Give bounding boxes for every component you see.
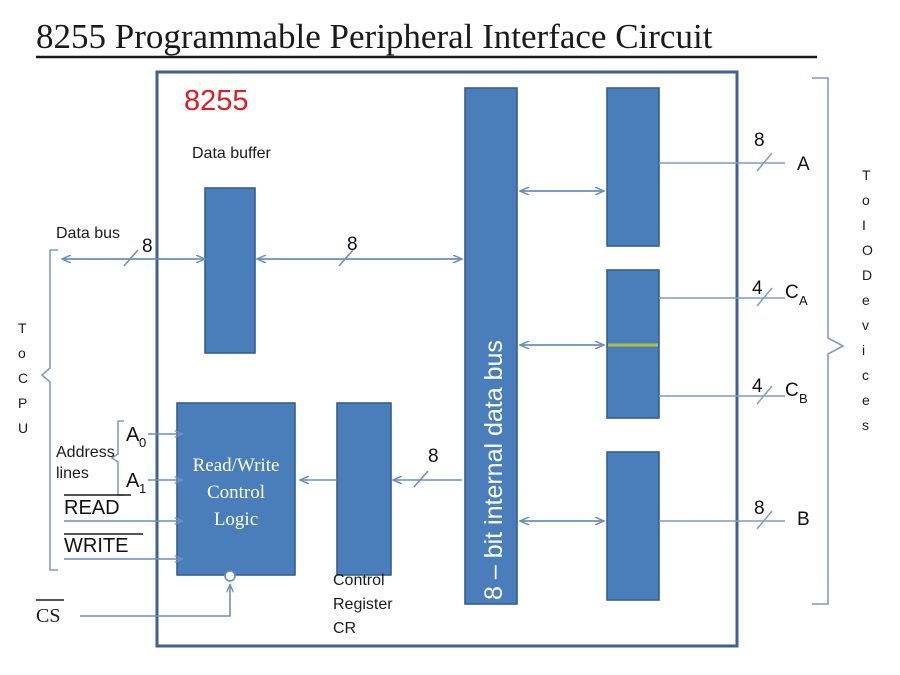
buffer-bus-width-slash [338,249,354,267]
to-cpu-letter-3: P [18,395,27,411]
to-cpu-letters: T o C P U [18,320,28,436]
to-io-letter-5: e [862,292,870,308]
port-b-width-slash [756,510,773,530]
write-label: WRITE [64,535,128,557]
port-cb-width-slash [756,385,773,405]
to-io-letter-1: o [862,192,870,208]
control-register-line-1: Control [333,572,385,589]
port-a-width-label: 8 [754,130,765,151]
port-ca-subscript: A [799,293,808,308]
port-ca-width-slash [756,287,773,307]
port-b-width-label: 8 [754,498,765,519]
to-cpu-letter-2: C [18,370,28,386]
port-ca-width-label: 4 [752,278,763,299]
a1-label: A [126,470,140,492]
rw-logic-line-2: Control [207,482,265,503]
port-cb-label: C [785,380,799,401]
port-a-block [606,87,660,247]
port-cb-width-label: 4 [752,376,763,397]
control-register-line-2: Register [333,596,393,613]
data-bus-label: Data bus [56,225,120,242]
to-io-letter-8: c [862,367,869,383]
port-a-width-slash [756,152,773,172]
address-lines-line-2: lines [56,465,89,482]
control-register-line-3: CR [333,620,356,637]
cs-label: CS [36,605,60,627]
chip-label-8255: 8255 [184,85,249,117]
port-ca-label: C [785,282,799,303]
cs-inversion-bubble [224,570,236,582]
to-io-letter-0: T [862,167,871,183]
cs-wire-riser [210,584,230,617]
to-io-letter-4: D [862,267,872,283]
data-bus-width-label: 8 [142,236,153,257]
page-title: 8255 Programmable Peripheral Interface C… [36,17,713,56]
read-write-control-logic-block [176,402,296,576]
a1-subscript: 1 [139,481,146,496]
port-cb-subscript: B [799,391,808,406]
data-buffer-block [204,187,256,354]
port-b-label: B [797,509,810,530]
to-io-devices-bracket [812,77,845,605]
to-io-letter-10: s [862,417,869,433]
a0-label: A [126,424,140,446]
internal-data-bus-block [464,87,518,605]
control-register-width-slash [413,470,429,488]
port-b-block [606,451,660,601]
to-io-letter-9: e [862,392,870,408]
data-buffer-label: Data buffer [192,145,272,162]
control-register-width-label: 8 [428,446,439,467]
control-register-block [336,402,392,576]
port-a-label: A [797,154,810,175]
data-bus-width-slash [123,249,139,267]
to-io-letter-6: v [862,317,869,333]
to-io-letter-2: I [862,217,866,233]
rw-logic-line-3: Logic [214,509,258,530]
to-cpu-letter-1: o [18,345,26,361]
to-io-letter-3: O [862,242,873,258]
rw-logic-line-1: Read/Write [193,455,280,476]
to-cpu-bracket [40,249,58,571]
to-cpu-letter-0: T [18,320,27,336]
a0-subscript: 0 [139,435,146,450]
chip-boundary [155,70,739,648]
internal-data-bus-label: 8 – bit internal data bus [480,340,508,600]
buffer-bus-width-label: 8 [347,234,358,255]
to-cpu-letter-4: U [18,420,28,436]
to-io-devices-letters: T o I O D e v i c e s [862,167,873,433]
address-lines-line-1: Address [56,444,115,461]
read-label: READ [64,497,120,519]
to-io-letter-7: i [862,342,865,358]
